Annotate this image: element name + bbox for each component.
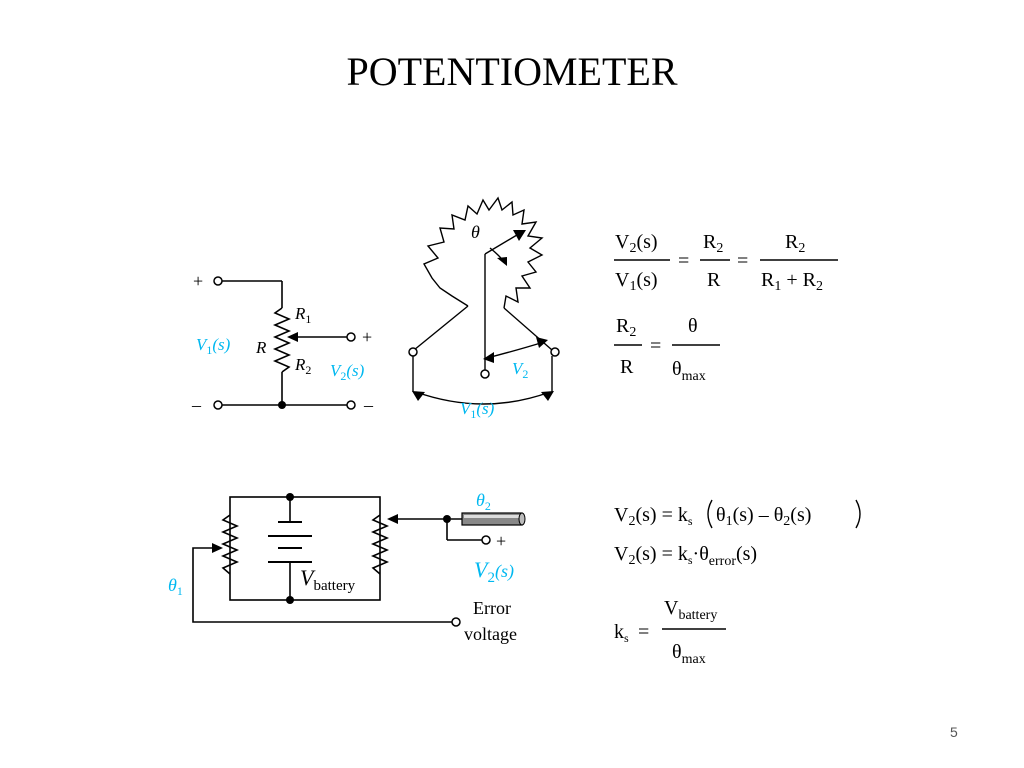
error-terminal	[451, 617, 461, 627]
shaft-junction	[443, 515, 451, 523]
svg-text:V2(s) = ks·θerror(s): V2(s) = ks·θerror(s)	[614, 543, 757, 569]
label-r1: R1	[294, 304, 311, 326]
page-number: 5	[950, 724, 958, 740]
v1-arrow-left	[412, 391, 425, 401]
left-pot-zigzag	[220, 514, 240, 575]
error-detector-circuit	[192, 496, 482, 623]
svg-text:R2: R2	[785, 231, 805, 256]
wiper-arrow	[287, 332, 298, 342]
svg-text:=: =	[650, 335, 661, 357]
open-paren	[707, 499, 713, 529]
label-error-line1: Error	[473, 598, 511, 618]
left-wiper-arrow	[212, 543, 223, 553]
plus-sign-right: +	[362, 327, 372, 347]
label-theta1: θ1	[168, 575, 183, 598]
slide-title: POTENTIOMETER	[346, 49, 678, 94]
label-r2: R2	[294, 355, 311, 377]
battery-top-junction	[286, 493, 294, 501]
label-theta: θ	[471, 222, 480, 242]
svg-text:V2(s) = ks: V2(s) = ks	[614, 504, 693, 529]
label-v2s: V2(s)	[330, 361, 365, 383]
plus-sign: +	[193, 271, 203, 291]
junction-dot	[278, 401, 286, 409]
svg-text:R2: R2	[616, 315, 636, 340]
equation-2: R2 R = θ θmax	[614, 315, 720, 384]
label-knob-v1s: V1(s)	[460, 399, 495, 421]
shaft	[451, 512, 526, 526]
equation-3: V2(s) = ks θ1(s) – θ2(s)	[614, 499, 861, 529]
svg-text:=: =	[638, 621, 649, 643]
svg-text:R: R	[707, 269, 721, 291]
battery-bottom-junction	[286, 596, 294, 604]
v1-arrow-right	[541, 391, 554, 401]
label-r: R	[255, 338, 267, 357]
right-pot-zigzag	[370, 514, 390, 575]
label-error-line2: voltage	[464, 624, 517, 644]
terminal-wiper	[346, 332, 356, 342]
svg-text:R2: R2	[703, 231, 723, 256]
svg-text:R1 + R2: R1 + R2	[761, 269, 823, 294]
label-v1s: V1(s)	[196, 335, 231, 357]
close-paren	[855, 499, 861, 529]
v2-arrow-right	[536, 337, 548, 348]
resistor-r-zigzag	[272, 307, 292, 373]
svg-text:Vbattery: Vbattery	[664, 597, 717, 623]
wiper-arrowhead	[513, 230, 526, 241]
theta-arrowhead	[497, 257, 507, 266]
v2-arrow-left	[483, 352, 494, 363]
terminal-bottom-right	[346, 400, 356, 410]
knob-terminal-center	[480, 369, 490, 379]
voltage-divider-circuit	[222, 280, 347, 406]
terminal-bottom-left	[213, 400, 223, 410]
v1-arc	[415, 391, 551, 405]
svg-text:θ1(s) – θ2(s): θ1(s) – θ2(s)	[716, 504, 811, 529]
resistive-element-zigzag	[423, 196, 544, 309]
svg-text:θmax: θmax	[672, 358, 706, 384]
label-vout: V2(s)	[474, 557, 514, 586]
svg-text:=: =	[737, 250, 748, 272]
svg-text:R: R	[620, 356, 634, 378]
battery-symbol	[268, 521, 312, 563]
minus-sign: –	[191, 395, 202, 415]
label-theta2: θ2	[476, 490, 491, 513]
plus-sign-output: +	[496, 531, 506, 551]
label-knob-v2: V2	[512, 359, 528, 381]
wiper-arm	[484, 231, 523, 255]
equation-1: V2(s) V1(s) = R2 R = R2 R1 + R2	[614, 231, 838, 294]
svg-text:V1(s): V1(s)	[615, 269, 658, 294]
vout-terminal	[481, 535, 491, 545]
right-wiper-arrow	[387, 514, 398, 524]
svg-text:θmax: θmax	[672, 641, 706, 667]
v2-arc	[486, 341, 545, 359]
svg-text:θ: θ	[688, 315, 698, 337]
terminal-top-left	[213, 276, 223, 286]
knob-terminal-right	[550, 347, 560, 357]
equation-4: V2(s) = ks·θerror(s)	[614, 543, 757, 569]
equation-5: ks = Vbattery θmax	[614, 597, 726, 667]
svg-text:=: =	[678, 250, 689, 272]
svg-text:V2(s): V2(s)	[615, 231, 658, 256]
knob-terminal-left	[408, 347, 418, 357]
minus-sign-right: –	[363, 395, 374, 415]
svg-text:ks: ks	[614, 621, 629, 645]
label-vbattery: Vbattery	[300, 565, 356, 594]
